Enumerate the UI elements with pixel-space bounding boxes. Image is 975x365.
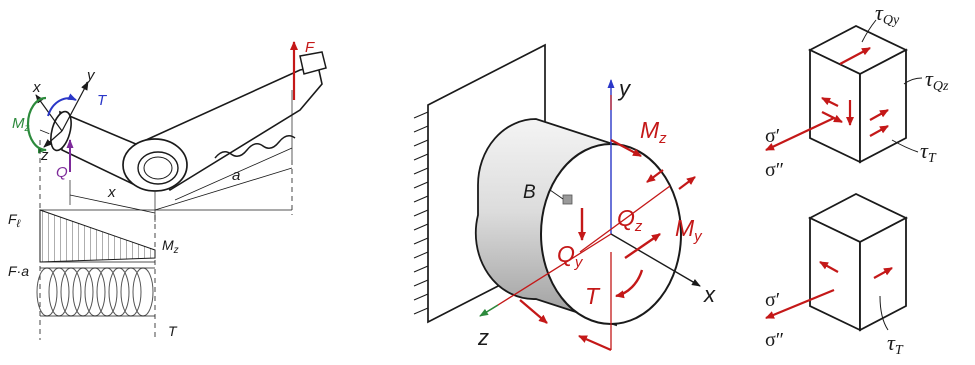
wall-hatch: [413, 111, 429, 315]
crank-y-label: y: [86, 67, 96, 84]
tau-qz-label: τQz: [925, 66, 949, 94]
moment-arrow: [26, 96, 47, 154]
shaft-qz-label: Qz: [617, 205, 643, 235]
tau-t-label-bottom: τT: [887, 330, 904, 358]
crank-torque-label: T: [97, 92, 108, 109]
shaft-z-line: [489, 233, 612, 311]
shaft-t-label: T: [585, 283, 601, 309]
sigma1-label-top: σ′: [765, 125, 780, 147]
mz-top-arrow: [610, 139, 642, 157]
shaft-my-label: My: [675, 215, 703, 245]
torque-diagram: [36, 267, 154, 317]
shaft-z-label: z: [477, 325, 489, 350]
diag-t-label: T: [168, 323, 178, 339]
shaft-panel: B y x z Mz My Qz Qy T: [413, 43, 716, 352]
crank-z-axis: [43, 130, 63, 148]
point-b-label: B: [523, 182, 536, 203]
moment-diagram: [39, 167, 293, 263]
crank-dim-a-label: a: [232, 167, 240, 184]
qz-arrow: [624, 233, 661, 259]
crank-x-label: x: [32, 79, 41, 96]
crank-dim-x-label: x: [107, 184, 116, 201]
diag-fa-label: F·a: [8, 263, 29, 279]
shaft-y-label: y: [617, 76, 632, 101]
tau-qy-label: τQy: [875, 0, 900, 28]
shaft-qy-label: Qy: [557, 241, 584, 271]
shaft-end: [50, 110, 72, 152]
crank-shear-label: Q: [56, 164, 68, 181]
mz-bottom-arrow: [578, 334, 612, 352]
sigma2-label-bottom: σ″: [765, 329, 784, 351]
crank-y-axis: [61, 81, 89, 132]
sigma2-label-top: σ″: [765, 159, 784, 181]
sigma1-label-bottom: σ′: [765, 289, 780, 311]
shaft-x-axis: [610, 233, 701, 287]
my-arrow-2: [678, 176, 696, 190]
crank-moment-label: Mz: [12, 115, 30, 134]
diag-fl-label: Fℓ: [8, 211, 21, 230]
dim-a-line: [174, 147, 293, 201]
point-b-marker: [562, 194, 573, 205]
crank-panel: y x z T Mz Q F x a Fℓ Mz: [8, 39, 327, 340]
my-arrow-1: [646, 169, 664, 183]
shaft-z-axis: [479, 304, 499, 317]
stress-panel: τQy τQz τT σ′ σ″ σ′ σ″ τT: [765, 0, 949, 358]
z-arrow: [519, 299, 548, 324]
torque-arrow: [47, 93, 77, 117]
crank-force-label: F: [305, 39, 315, 56]
crank-z-label: z: [40, 147, 49, 164]
shaft-mz-label: Mz: [640, 117, 667, 147]
tau-t-label-top: τT: [920, 138, 937, 166]
bottom-cube: [807, 192, 909, 332]
diag-mz-label: Mz: [162, 237, 179, 256]
shaft-x-label: x: [703, 282, 716, 307]
t-arrow: [615, 269, 644, 299]
my-axis: [579, 185, 671, 253]
top-cube: [807, 24, 909, 164]
